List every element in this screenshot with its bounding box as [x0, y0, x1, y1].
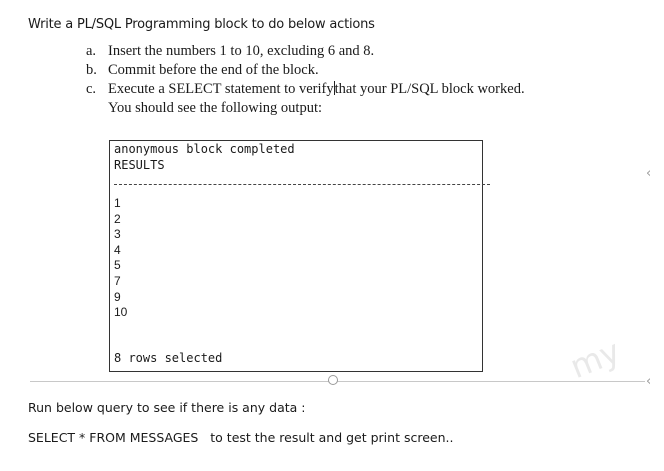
output-row: 5	[114, 258, 121, 273]
output-row: 1	[114, 196, 121, 210]
text-caret	[333, 81, 335, 95]
output-footer: 8 rows selected	[114, 351, 223, 365]
watermark: my	[564, 331, 626, 387]
chevron-left-icon[interactable]: ‹	[646, 374, 652, 389]
question-title: Write a PL/SQL Programming block to do b…	[28, 17, 375, 32]
output-row: 9	[114, 289, 121, 304]
task-marker: a.	[86, 43, 97, 59]
task-continuation: You should see the following output:	[108, 100, 323, 116]
task-text: Commit before the end of the block.	[108, 62, 319, 78]
task-list: a. Insert the numbers 1 to 10, excluding…	[86, 42, 525, 118]
output-row: 7	[114, 273, 121, 288]
output-row: 10	[114, 305, 128, 320]
task-item-c-continuation: You should see the following output:	[86, 99, 525, 118]
task-text-before-caret: Execute a SELECT statement to verify	[108, 81, 334, 97]
output-row: 2	[114, 211, 121, 226]
output-dashed-separator	[114, 184, 490, 185]
output-row: 3	[114, 227, 121, 242]
output-row: 4	[114, 242, 121, 257]
task-text-after-caret: that your PL/SQL block worked.	[334, 81, 525, 97]
instruction-run-query: Run below query to see if there is any d…	[28, 400, 306, 415]
output-status-line: anonymous block completed	[114, 142, 295, 156]
output-rows: 1 2 3 4 5 7 9 10	[114, 196, 127, 321]
chevron-left-icon[interactable]: ‹	[646, 166, 652, 181]
task-marker: b.	[86, 62, 97, 78]
task-marker: c.	[86, 81, 97, 97]
output-header: RESULTS	[114, 158, 165, 172]
sql-output-box: anonymous block completed RESULTS 1 2 3 …	[109, 140, 490, 372]
task-item-a: a. Insert the numbers 1 to 10, excluding…	[86, 42, 525, 61]
instruction-select-query: SELECT * FROM MESSAGES to test the resul…	[28, 430, 454, 445]
slider-knob[interactable]	[328, 375, 338, 385]
task-text: Insert the numbers 1 to 10, excluding 6 …	[108, 43, 375, 59]
task-item-c: c. Execute a SELECT statement to verifyt…	[86, 80, 525, 99]
task-text: Execute a SELECT statement to verifythat…	[108, 80, 525, 99]
task-item-b: b. Commit before the end of the block.	[86, 61, 525, 80]
